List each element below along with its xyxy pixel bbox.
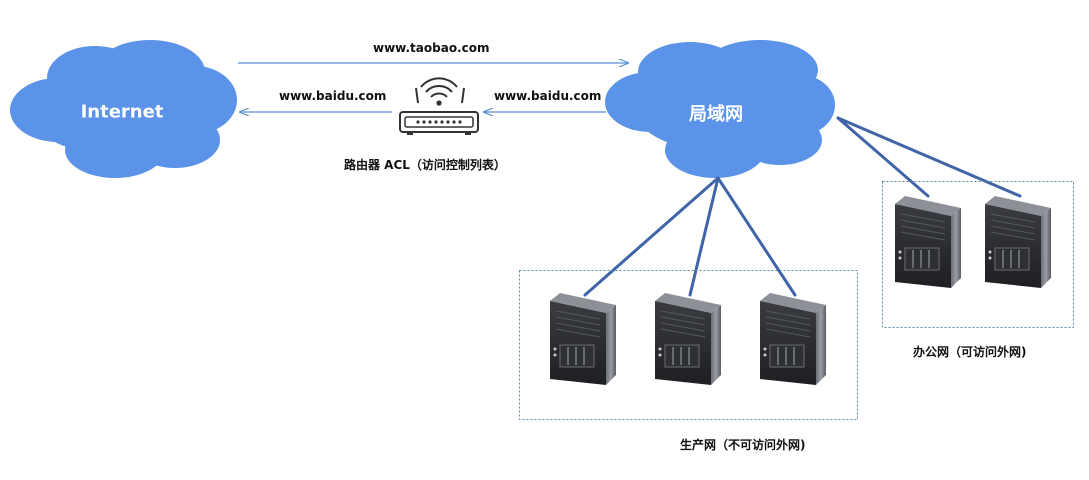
server-icon (894, 195, 962, 289)
lan-links (583, 116, 1022, 297)
lan-label: 局域网 (689, 104, 743, 125)
lan-cloud (605, 40, 835, 178)
office-group-box (882, 181, 1074, 328)
server-icon (654, 292, 722, 386)
router-label: 路由器 ACL（访问控制列表） (344, 158, 506, 172)
production-group-label: 生产网（不可访问外网) (680, 438, 806, 452)
link-office-2 (836, 116, 1022, 198)
office-group-label: 办公网（可访问外网) (913, 345, 1027, 359)
server-icon (759, 292, 827, 386)
edge-label-baidu-right: www.baidu.com (494, 89, 602, 103)
edge-label-taobao: www.taobao.com (373, 41, 490, 55)
link-prod-3 (716, 176, 797, 297)
link-prod-2 (688, 176, 720, 297)
link-prod-1 (583, 176, 720, 297)
router-icon (399, 77, 479, 135)
production-group-box (519, 270, 858, 420)
internet-label: Internet (80, 101, 164, 123)
edge-label-baidu-left: www.baidu.com (279, 89, 387, 103)
server-icon (984, 195, 1052, 289)
server-icon (549, 292, 617, 386)
link-office-1 (836, 116, 930, 198)
internet-cloud (10, 40, 237, 178)
